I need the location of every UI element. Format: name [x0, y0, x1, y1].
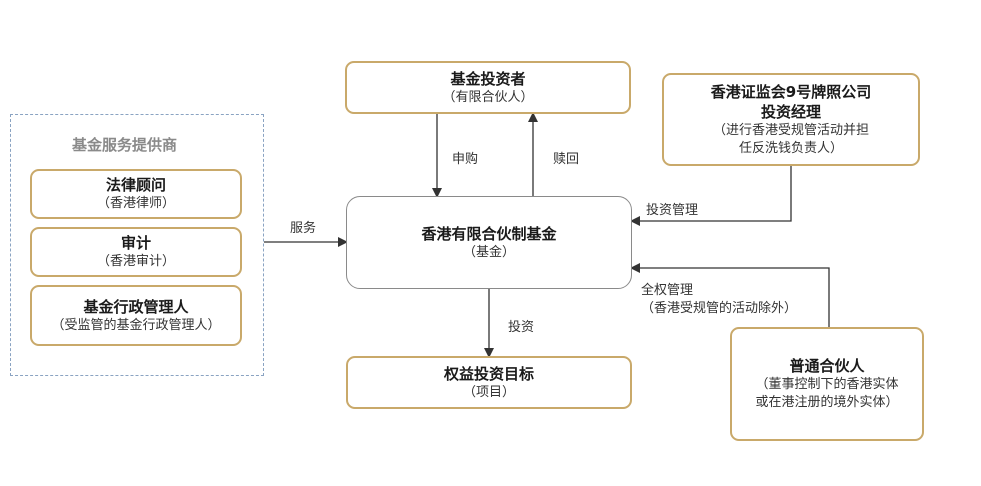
investment-manager-box: 香港证监会9号牌照公司 投资经理 （进行香港受规管活动并担 任反洗钱负责人）: [662, 73, 920, 166]
legal-counsel-box: 法律顾问 （香港律师）: [30, 169, 242, 219]
arrow-full-management: [630, 263, 830, 327]
legal-counsel-subtitle: （香港律师）: [96, 196, 175, 211]
general-partner-note-1: （董事控制下的香港实体: [755, 377, 899, 392]
investment-target-title: 权益投资目标: [443, 364, 534, 383]
general-partner-title: 普通合伙人: [789, 357, 865, 375]
label-redeem: 赎回: [553, 152, 580, 167]
audit-box: 审计 （香港审计）: [30, 227, 242, 277]
arrow-investment-management: [630, 166, 792, 226]
general-partner-box: 普通合伙人 （董事控制下的香港实体 或在港注册的境外实体）: [730, 327, 924, 441]
fund-administrator-title: 基金行政管理人: [83, 297, 189, 316]
investment-manager-license: 香港证监会9号牌照公司: [710, 82, 872, 101]
audit-subtitle: （香港审计）: [96, 254, 175, 269]
fund-title: 香港有限合伙制基金: [421, 224, 557, 243]
fund-administrator-subtitle: （受监管的基金行政管理人）: [51, 317, 221, 333]
service-providers-title: 基金服务提供商: [72, 136, 178, 154]
label-subscribe: 申购: [452, 152, 479, 167]
label-investment-management: 投资管理: [646, 203, 699, 218]
legal-counsel-title: 法律顾问: [105, 176, 166, 194]
investment-target-box: 权益投资目标 （项目）: [346, 356, 632, 409]
investment-manager-note-2: 任反洗钱负责人）: [738, 140, 843, 156]
audit-title: 审计: [120, 234, 151, 252]
fund-investor-title: 基金投资者: [450, 69, 526, 88]
investment-manager-note-1: （进行香港受规管活动并担: [712, 122, 869, 138]
service-providers-group: [10, 114, 264, 376]
general-partner-note-2: 或在港注册的境外实体）: [755, 395, 899, 410]
investment-target-subtitle: （项目）: [462, 384, 515, 400]
hk-lpf-fund-box: 香港有限合伙制基金 （基金）: [346, 196, 632, 289]
fund-investor-box: 基金投资者 （有限合伙人）: [345, 61, 631, 114]
fund-subtitle: （基金）: [462, 244, 515, 260]
label-full-management-note: （香港受规管的活动除外）: [641, 301, 798, 316]
label-invest: 投资: [508, 320, 535, 335]
fund-administrator-box: 基金行政管理人 （受监管的基金行政管理人）: [30, 285, 242, 346]
label-service: 服务: [290, 221, 317, 236]
fund-investor-subtitle: （有限合伙人）: [442, 89, 534, 105]
label-full-management: 全权管理: [641, 283, 694, 298]
investment-manager-title: 投资经理: [760, 102, 821, 121]
